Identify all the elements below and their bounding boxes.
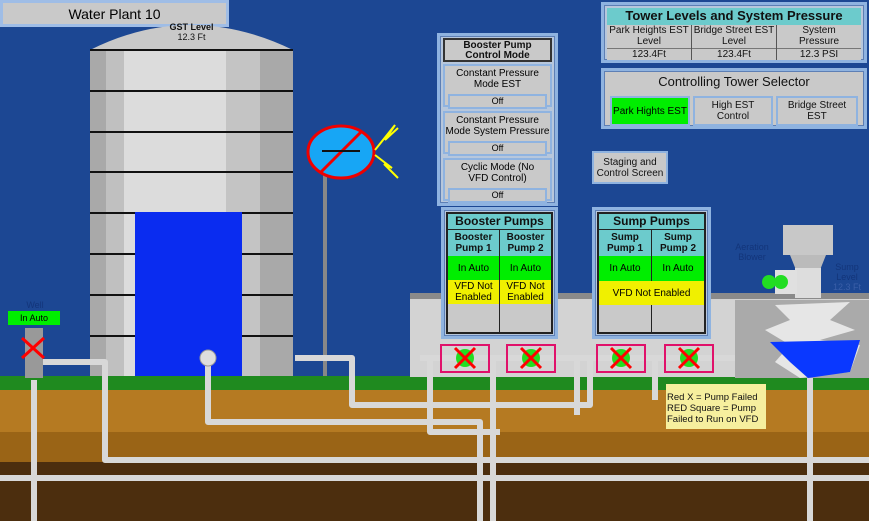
sump-pump-2-icon <box>664 344 714 373</box>
gst-level-value: 12.3 Ft <box>177 32 206 42</box>
booster-pump-1-name: Booster Pump 1 <box>448 230 500 256</box>
sump-pumps-vfd: VFD Not Enabled <box>599 281 704 305</box>
column-label: System Pressure <box>777 25 861 49</box>
tower-selector-panel: Controlling Tower Selector Park Hights E… <box>601 68 867 129</box>
column-value: 12.3 PSI <box>799 49 839 60</box>
tower-option-high-est[interactable]: High EST Control <box>693 96 773 126</box>
booster-pumps-table: Booster Pumps Booster Pump 1 Booster Pum… <box>446 212 553 334</box>
sump-pump-1-mode: In Auto <box>599 256 652 281</box>
booster-control-mode-panel: Booster Pump Control Mode Constant Press… <box>437 33 558 206</box>
booster-pump-1-mode: In Auto <box>448 256 500 280</box>
legend-line: RED Square = Pump Failed to Run on VFD <box>667 403 759 425</box>
well-pump <box>25 328 43 378</box>
booster-pump-2-name: Booster Pump 2 <box>500 230 551 256</box>
booster-pump-2-icon <box>506 344 556 373</box>
mode-label: Constant Pressure Mode System Pressure <box>445 115 550 137</box>
tank-outlet-flange <box>199 349 217 367</box>
booster-pumps-title: Booster Pumps <box>448 214 551 230</box>
column-value: 123.4Ft <box>717 49 751 60</box>
sump-level-label: Sump Level <box>835 262 859 282</box>
booster-pumps-panel: Booster Pumps Booster Pump 1 Booster Pum… <box>441 207 558 339</box>
column-value: 123.4Ft <box>632 49 666 60</box>
mode-toggle-button[interactable]: Off <box>448 188 547 203</box>
mode-toggle-button[interactable]: Off <box>448 141 547 156</box>
booster-pump-2-mode: In Auto <box>500 256 551 280</box>
mode-cyclic: Cyclic Mode (No VFD Control) Off <box>443 158 552 203</box>
well-label: Well <box>26 300 44 310</box>
page-title: Water Plant 10 <box>0 0 229 27</box>
gst-level-label: GST Level <box>169 22 214 32</box>
sump-pump-2-name: Sump Pump 2 <box>652 230 704 256</box>
empty-cell <box>599 305 652 332</box>
column-label: Park Heights EST Level <box>607 25 691 49</box>
grass <box>0 376 869 392</box>
well-pump-failed-icon <box>20 336 46 360</box>
tower-levels-panel: Tower Levels and System Pressure Park He… <box>601 2 867 63</box>
signal-bolt-icon <box>374 124 399 151</box>
mode-label: Cyclic Mode (No VFD Control) <box>460 162 535 184</box>
tower-levels-title: Tower Levels and System Pressure <box>607 8 861 25</box>
gst-water-level <box>135 212 242 376</box>
legend-line: Red X = Pump Failed <box>667 392 758 403</box>
booster-pump-2-vfd: VFD Not Enabled <box>500 280 551 304</box>
aeration-blower-label: Aeration Blower <box>735 242 769 262</box>
sump-pump-1-name: Sump Pump 1 <box>599 230 652 256</box>
sump-level-value: 12.3 Ft <box>832 282 861 292</box>
tank-dome <box>90 25 293 50</box>
empty-cell <box>448 304 500 332</box>
sump-pumps-panel: Sump Pumps Sump Pump 1 Sump Pump 2 In Au… <box>592 207 711 339</box>
column-label: Bridge Street EST Level <box>692 25 776 49</box>
mode-label: Constant Pressure Mode EST <box>456 68 539 90</box>
sump-water <box>770 340 860 378</box>
sump-pump-1-icon <box>596 344 646 373</box>
mode-constant-pressure-est: Constant Pressure Mode EST Off <box>443 64 552 109</box>
gst-level-readout: GST Level 12.3 Ft <box>90 22 293 42</box>
sump-pumps-table: Sump Pumps Sump Pump 1 Sump Pump 2 In Au… <box>597 212 706 334</box>
sump-pumps-title: Sump Pumps <box>599 214 704 230</box>
failure-legend: Red X = Pump Failed RED Square = Pump Fa… <box>666 384 766 429</box>
booster-pump-1-icon <box>440 344 490 373</box>
tower-selector-title: Controlling Tower Selector <box>658 74 810 89</box>
mode-toggle-button[interactable]: Off <box>448 94 547 109</box>
sump-level-readout: Sump Level 12.3 Ft <box>828 262 866 292</box>
mode-constant-pressure-system: Constant Pressure Mode System Pressure O… <box>443 111 552 156</box>
staging-control-button[interactable]: Staging and Control Screen <box>592 151 668 184</box>
well-status: In Auto <box>8 311 60 325</box>
tower-option-park-hights[interactable]: Park Hights EST <box>610 96 690 126</box>
booster-pump-1-vfd: VFD Not Enabled <box>448 280 500 304</box>
antenna-pole <box>323 150 327 376</box>
sump-pump-2-mode: In Auto <box>652 256 704 281</box>
aeration-blower-icon <box>762 225 833 298</box>
tower-option-bridge-street[interactable]: Bridge Street EST <box>776 96 858 126</box>
control-mode-title: Booster Pump Control Mode <box>443 38 552 62</box>
soil-lower <box>0 462 869 521</box>
